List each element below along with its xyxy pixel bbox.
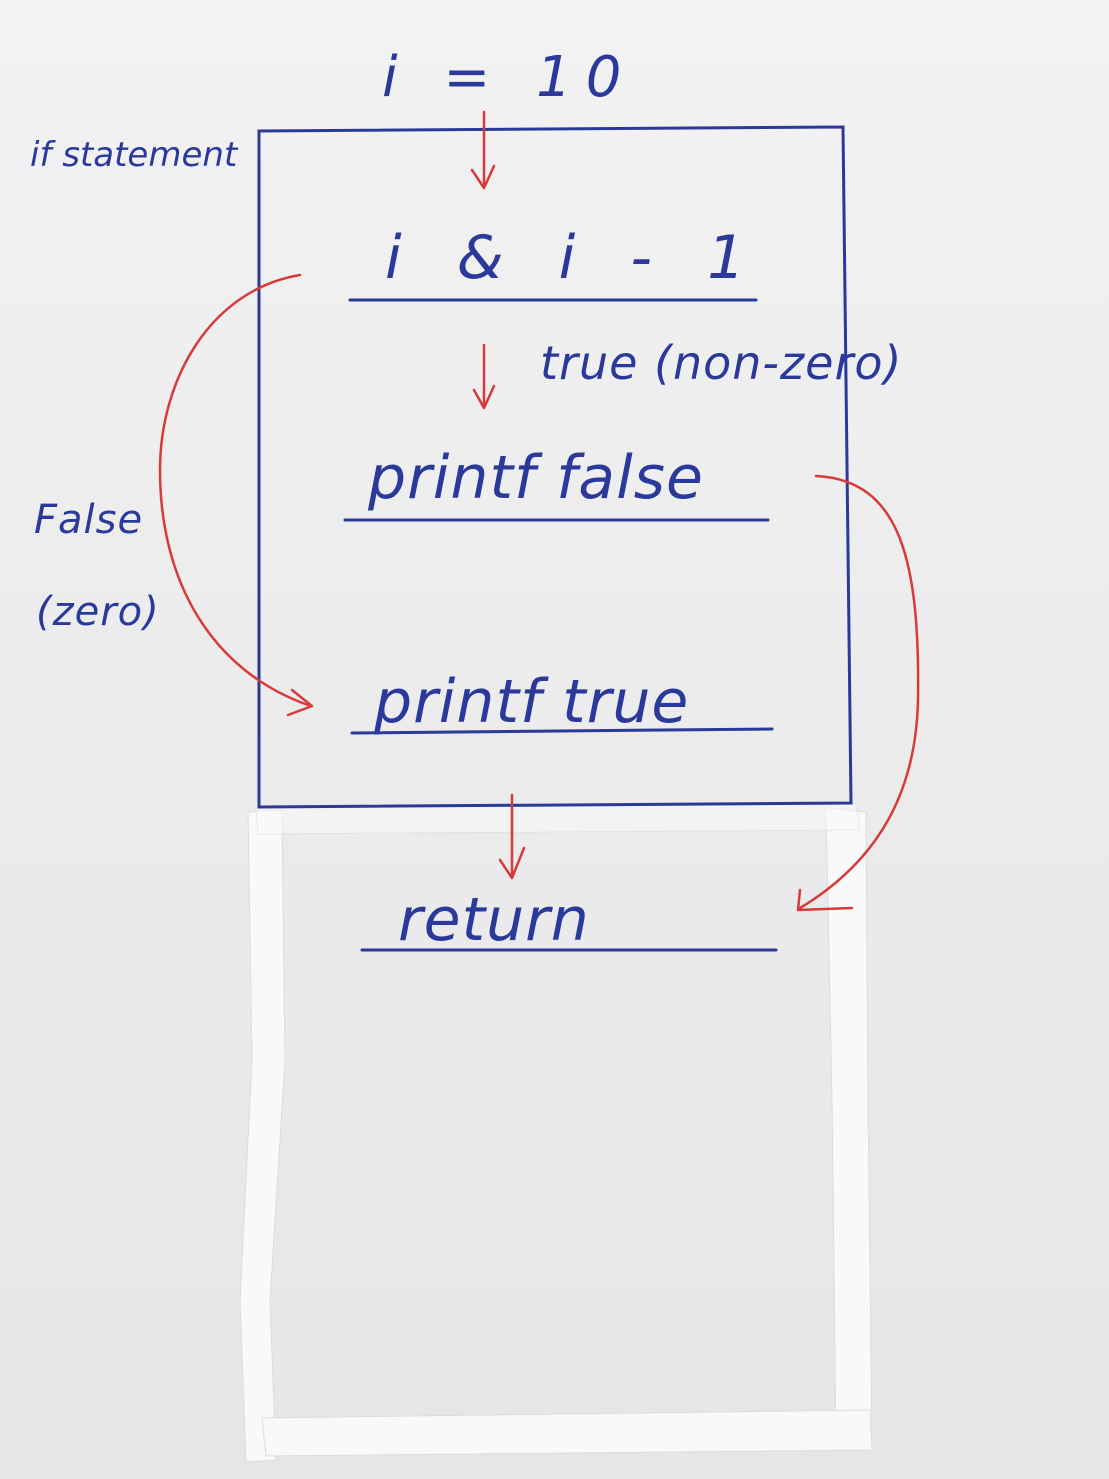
flow-arrows [158, 110, 920, 912]
tape-strips [239, 803, 873, 1463]
printf-true-underline [350, 727, 774, 735]
arrow-printf-false-to-return [796, 474, 920, 912]
return-node: return [398, 885, 590, 955]
if-statement-box [257, 125, 853, 809]
assignment-label: i = 10 [382, 45, 636, 110]
arrow-box-to-return [498, 793, 526, 880]
false-branch-label: False [34, 497, 144, 543]
condition-label: i & i - 1 [385, 223, 764, 293]
if-statement-label: if statement [30, 135, 238, 175]
arrow-false-branch [158, 273, 314, 717]
true-branch-label: true (non-zero) [540, 336, 903, 390]
printf-true-node: printf true [374, 667, 690, 737]
arrow-condition-to-printf-false [472, 343, 496, 410]
printf-false-node: printf false [368, 443, 704, 513]
arrow-init-to-condition [470, 110, 496, 190]
false-branch-sublabel: (zero) [36, 589, 160, 635]
